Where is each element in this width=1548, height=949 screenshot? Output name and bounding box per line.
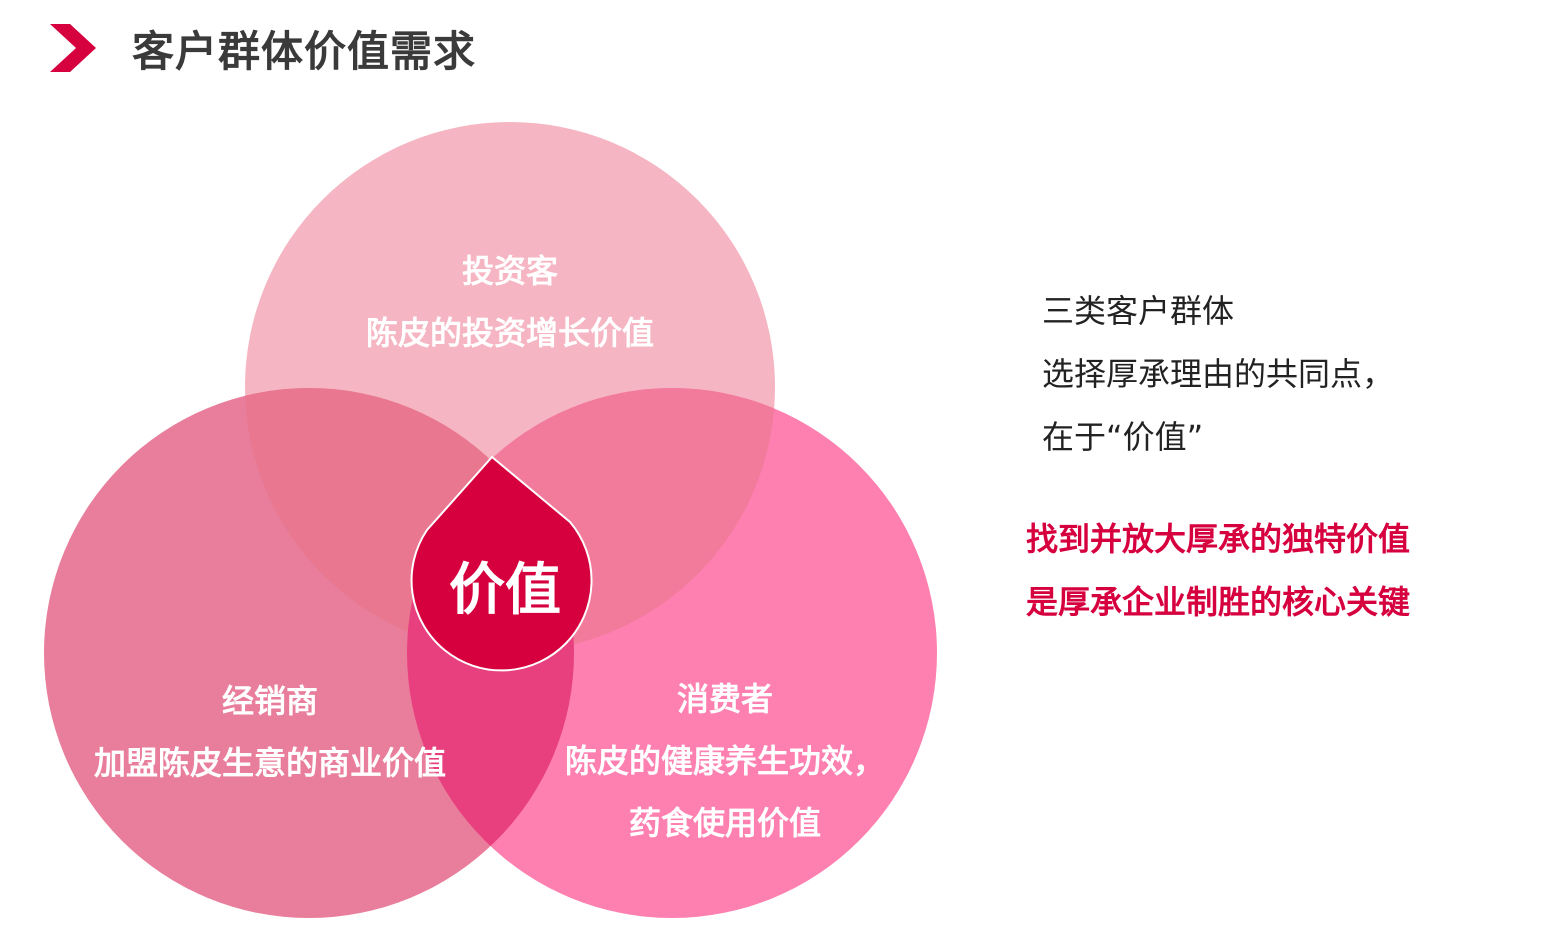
side-emphasis: 找到并放大厚承的独特价值 是厚承企业制胜的核心关键 bbox=[1026, 508, 1410, 634]
investors-label: 投资客 陈皮的投资增长价值 bbox=[310, 240, 710, 364]
emphasis-line: 找到并放大厚承的独特价值 bbox=[1026, 520, 1411, 558]
emphasis-line: 是厚承企业制胜的核心关键 bbox=[1026, 583, 1411, 621]
consumers-value-2: 药食使用价值 bbox=[628, 804, 821, 842]
consumers-label: 消费者 陈皮的健康养生功效， 药食使用价值 bbox=[525, 668, 925, 854]
side-line: 三类客户群体 bbox=[1042, 292, 1235, 330]
dealers-name: 经销商 bbox=[221, 682, 318, 720]
consumers-value-1: 陈皮的健康养生功效， bbox=[564, 742, 885, 780]
value-drop bbox=[410, 455, 593, 672]
consumers-name: 消费者 bbox=[676, 680, 773, 718]
dealers-value: 加盟陈皮生意的商业价值 bbox=[93, 744, 446, 782]
investors-name: 投资客 bbox=[461, 252, 558, 290]
chevron-right-icon bbox=[50, 24, 96, 72]
side-line: 选择厚承理由的共同点， bbox=[1042, 355, 1395, 393]
venn-diagram bbox=[44, 122, 937, 918]
side-line: 在于“价值” bbox=[1042, 418, 1204, 456]
side-description: 三类客户群体 选择厚承理由的共同点， 在于“价值” bbox=[1042, 280, 1394, 469]
investors-value: 陈皮的投资增长价值 bbox=[365, 314, 654, 352]
page-title: 客户群体价值需求 bbox=[132, 27, 477, 76]
center-value-label: 价值 bbox=[449, 558, 561, 623]
dealers-label: 经销商 加盟陈皮生意的商业价值 bbox=[70, 670, 470, 794]
